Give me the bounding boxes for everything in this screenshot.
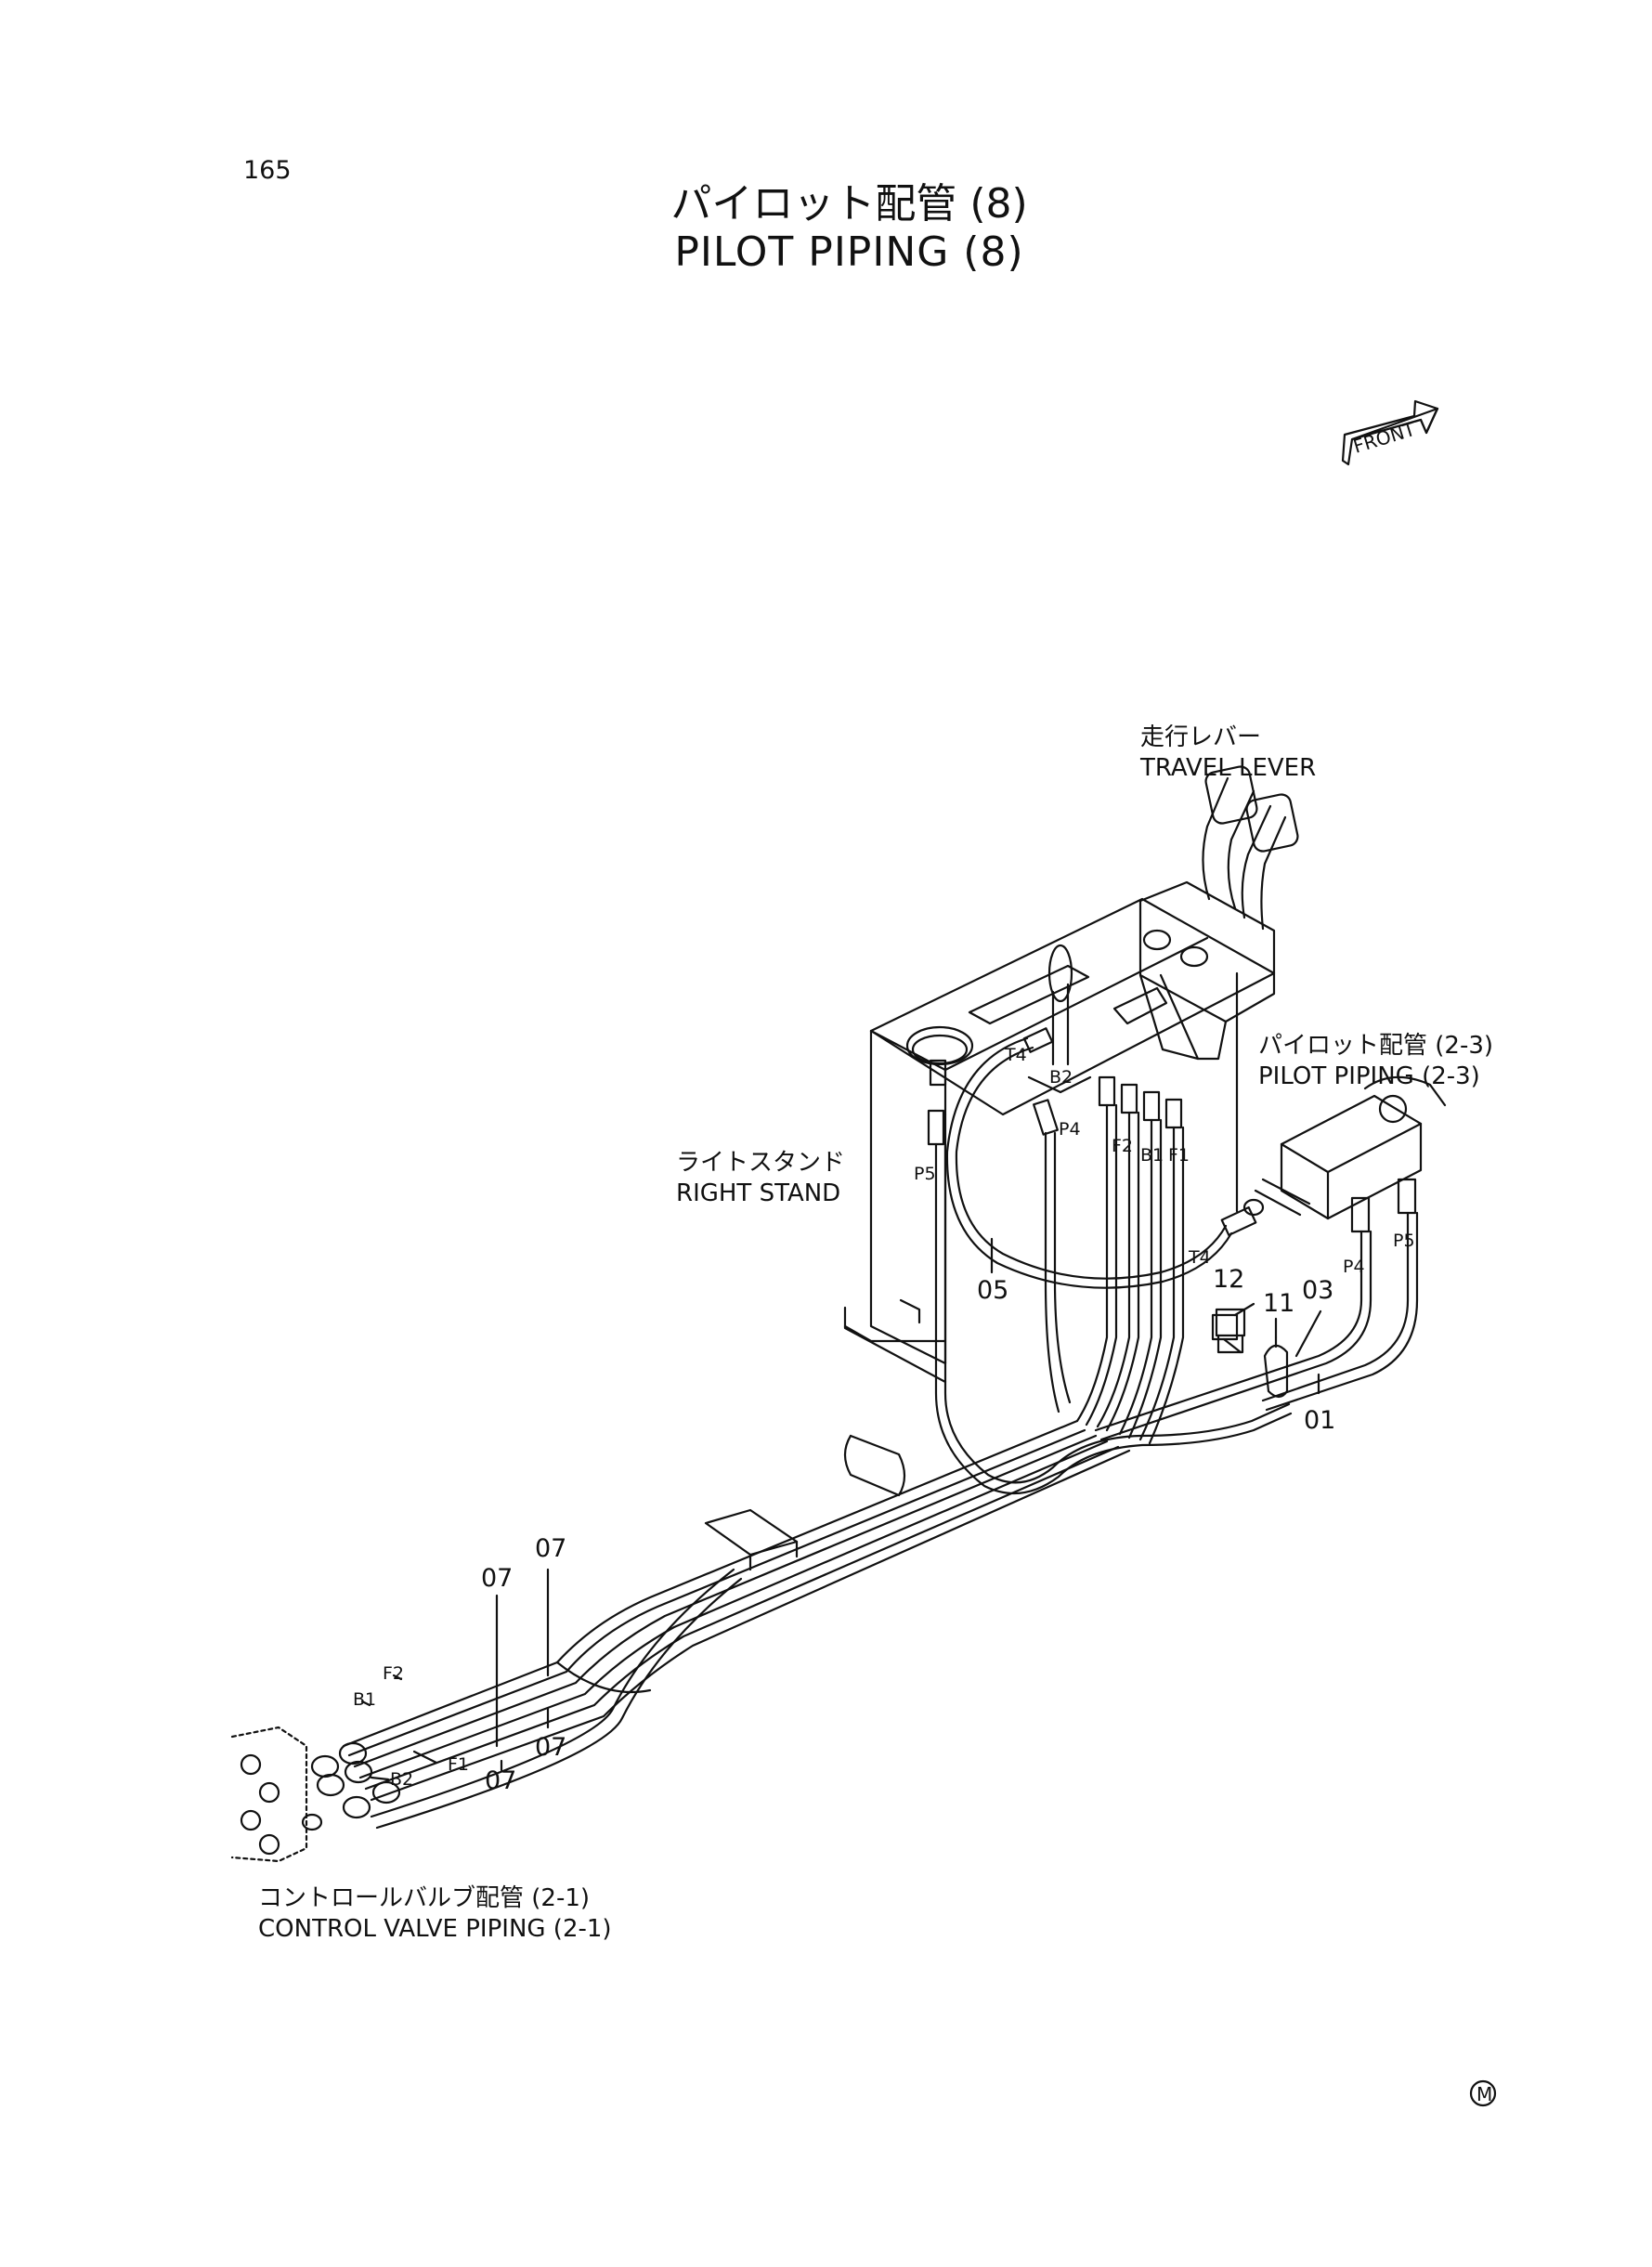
callout-05: 05: [977, 1276, 1008, 1305]
front-arrow-icon: FRONT: [1341, 399, 1439, 466]
port-p5-right: P5: [1393, 1231, 1415, 1251]
port-p4-stand: P4: [1059, 1119, 1081, 1140]
hose-bundle-vertical: [934, 1036, 1419, 1495]
port-f2-valve: F2: [383, 1663, 404, 1684]
control-valve-block: [230, 1726, 401, 1863]
callout-07-lower-right: 07: [535, 1733, 566, 1762]
port-p5-stand: P5: [914, 1164, 936, 1184]
bolt-12: [1211, 1313, 1242, 1354]
page-title-japanese: パイロット配管 (8): [670, 180, 1028, 228]
m-mark-letter: M: [1476, 2083, 1492, 2105]
callout-01: 01: [1304, 1406, 1335, 1435]
label-pilot-piping-ja: パイロット配管 (2-3): [1258, 1032, 1494, 1060]
right-stand-console: [843, 897, 1276, 1384]
callout-11: 11: [1263, 1289, 1294, 1318]
pilot-valve-block: [1242, 1075, 1447, 1220]
port-p4-right: P4: [1343, 1257, 1365, 1277]
hose-bundle-main: [342, 1419, 1131, 1830]
callout-03: 03: [1302, 1276, 1333, 1305]
port-t4-top: T4: [1004, 1045, 1027, 1065]
travel-lever-assembly: [1112, 765, 1299, 1061]
port-b2-valve: B2: [390, 1769, 413, 1790]
label-pilot-piping-2-3: パイロット配管 (2-3) PILOT PIPING (2-3): [1258, 1031, 1493, 1091]
port-f2-stand: F2: [1112, 1136, 1133, 1156]
clamp-11: [1263, 1335, 1289, 1399]
port-b1-stand: B1: [1140, 1145, 1164, 1166]
leader-lines: [360, 1237, 1322, 1781]
label-travel-lever: 走行レバー TRAVEL LEVER: [1140, 723, 1316, 783]
page-title-english: PILOT PIPING (8): [674, 228, 1024, 276]
port-t4-mid: T4: [1188, 1247, 1211, 1268]
label-control-valve-piping: コントロールバルブ配管 (2-1) CONTROL VALVE PIPING (…: [258, 1883, 612, 1944]
callout-07-upper-right: 07: [535, 1534, 566, 1563]
label-travel-lever-en: TRAVEL LEVER: [1140, 753, 1317, 782]
label-right-stand-en: RIGHT STAND: [676, 1179, 841, 1207]
port-f1-valve: F1: [448, 1754, 469, 1775]
port-b2-top: B2: [1049, 1067, 1073, 1088]
label-control-valve-piping-en: CONTROL VALVE PIPING (2-1): [258, 1914, 612, 1943]
port-b1-valve: B1: [353, 1689, 376, 1710]
page-number: 165: [243, 156, 292, 185]
port-f1-stand: F1: [1168, 1145, 1190, 1166]
label-control-valve-piping-ja: コントロールバルブ配管 (2-1): [258, 1884, 591, 1912]
callout-07-upper-left: 07: [481, 1564, 513, 1593]
label-right-stand: ライトスタンド RIGHT STAND: [676, 1148, 845, 1208]
callout-12: 12: [1213, 1265, 1244, 1294]
callout-07-lower-left: 07: [485, 1766, 516, 1795]
label-right-stand-ja: ライトスタンド: [676, 1149, 846, 1177]
label-travel-lever-ja: 走行レバー: [1140, 723, 1262, 751]
m-mark-circle: [1469, 2079, 1497, 2107]
